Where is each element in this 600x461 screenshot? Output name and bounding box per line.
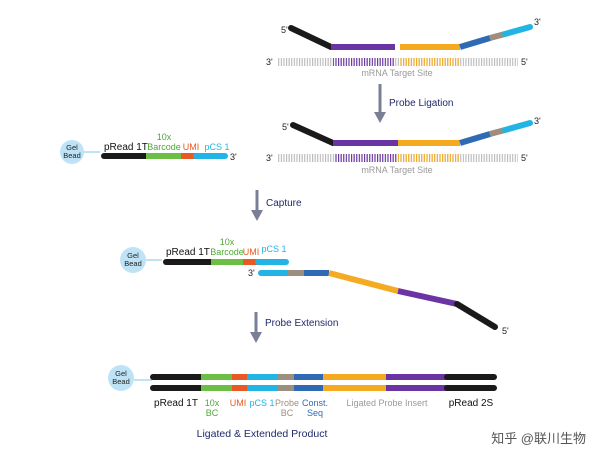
prod-probe-bc-label: BC	[281, 408, 294, 418]
mrna-strand	[277, 58, 518, 66]
gel-bead4-bead-label: Bead	[112, 377, 130, 386]
mrna2-three-prime-label: 3'	[266, 153, 273, 163]
capture-label: Capture	[266, 198, 302, 209]
prod-bc-label: BC	[206, 408, 219, 418]
gel-bead4-gel-label: Gel	[115, 369, 127, 378]
mrna-strand-2	[277, 154, 518, 162]
bead-three-prime-label: 3'	[230, 152, 237, 162]
gel-bead-icon	[108, 365, 134, 391]
step-probe-extension: Probe Extension	[250, 312, 338, 343]
probe-right-arm	[400, 24, 533, 50]
gel-bead3-gel-label: Gel	[127, 251, 139, 260]
panel-probes-on-target: 5' 3' 3' 5' mRNA Target Site	[266, 17, 541, 78]
panel-ligated-probe: 5' 3' 3' 5' mRNA Target Site	[266, 116, 541, 175]
captured-ligated-probe	[258, 270, 498, 330]
prod-probe-label: Probe	[275, 398, 299, 408]
probe-three-prime-label: 3'	[534, 17, 541, 27]
bead-pread1t-label: pRead 1T	[104, 142, 148, 153]
prod-umi-label: UMI	[230, 398, 247, 408]
probe-extension-label: Probe Extension	[265, 318, 338, 329]
prod-seq-label: Seq	[307, 408, 323, 418]
prod-10x-label: 10x	[205, 398, 220, 408]
step-probe-ligation: Probe Ligation	[374, 84, 454, 123]
gel-bead-oligo: Gel Bead pRead 1T 10x Barcode UMI pCS 1 …	[60, 132, 237, 164]
arrow-head-icon	[251, 210, 263, 221]
mrna2-target-site-label: mRNA Target Site	[361, 165, 432, 175]
ligated-three-prime-label: 3'	[534, 116, 541, 126]
bead-10x-label: 10x	[157, 132, 172, 142]
gel-bead-icon	[120, 247, 146, 273]
step-capture: Capture	[251, 190, 302, 221]
cap-umi-label: UMI	[243, 247, 260, 257]
mrna2-five-prime-label: 5'	[521, 153, 528, 163]
bead-pcs1-label: pCS 1	[204, 142, 229, 152]
prod-pread1t-label: pRead 1T	[154, 398, 198, 409]
bead-barcode-label: Barcode	[147, 142, 181, 152]
watermark: 知乎 @联川生物	[491, 431, 586, 446]
gel-bead-bead-label: Bead	[63, 151, 81, 160]
cap-three-prime-label: 3'	[248, 268, 255, 278]
gel-bead-icon	[60, 140, 84, 164]
cap-pcs1-label: pCS 1	[261, 244, 286, 254]
cap-pread1t-label: pRead 1T	[166, 247, 210, 258]
probe-ligation-label: Probe Ligation	[389, 98, 454, 109]
ligated-five-prime-label: 5'	[282, 122, 289, 132]
mrna-five-prime-label: 5'	[521, 57, 528, 67]
probe-five-prime-label: 5'	[281, 25, 288, 35]
arrow-head-icon	[250, 332, 262, 343]
mrna-target-site-label: mRNA Target Site	[361, 68, 432, 78]
cap-barcode-label: Barcode	[210, 247, 244, 257]
gel-bead-gel-label: Gel	[66, 143, 78, 152]
panel-captured: Gel Bead pRead 1T 10x Barcode UMI pCS 1 …	[120, 237, 509, 336]
cap-10x-label: 10x	[220, 237, 235, 247]
prod-pread2s-label: pRead 2S	[449, 398, 494, 409]
arrow-head-icon	[374, 112, 386, 123]
ligated-probe	[290, 120, 533, 146]
product-title: Ligated & Extended Product	[197, 428, 328, 440]
probe-left-arm	[288, 25, 395, 50]
mrna-three-prime-label: 3'	[266, 57, 273, 67]
bead-umi-label: UMI	[183, 142, 200, 152]
panel-final-product: Gel Bead pRead 1T 10x BC UMI	[108, 365, 497, 440]
prod-const-label: Const.	[302, 398, 328, 408]
prod-ligated-insert-label: Ligated Probe Insert	[346, 398, 428, 408]
prod-pcs1-label: pCS 1	[249, 398, 274, 408]
cap-five-prime-label: 5'	[502, 326, 509, 336]
gel-bead3-bead-label: Bead	[124, 259, 142, 268]
